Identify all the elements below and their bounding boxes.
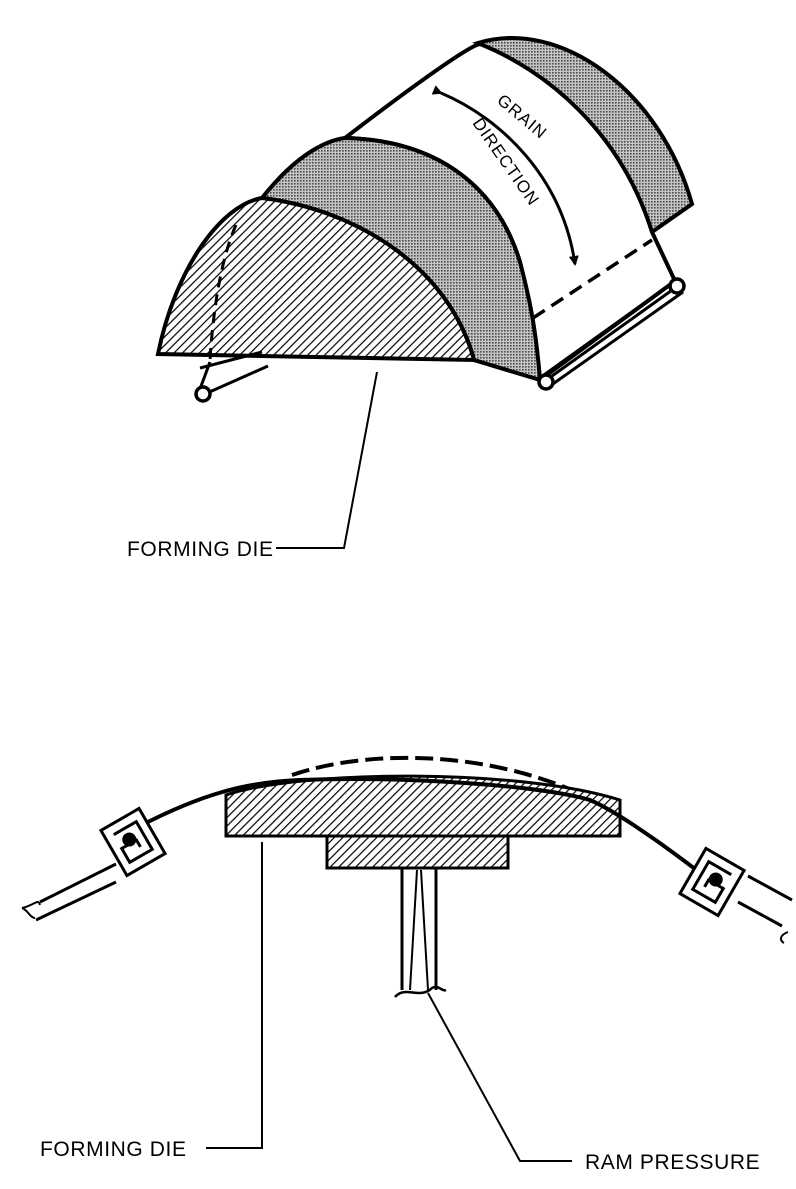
forming-die-block [224, 774, 622, 838]
ram-pressure-leader [427, 992, 572, 1162]
hidden-edge-right [532, 238, 653, 320]
bottom-figure: FORMING DIE RAM PRESSURE [21, 755, 793, 1174]
right-jaw [677, 846, 793, 944]
ram-base-block [325, 834, 510, 870]
forming-die-leader-top [276, 371, 378, 549]
forming-die-leader-bottom [206, 842, 263, 1149]
ram-column [394, 865, 447, 998]
forming-die-face [155, 195, 477, 363]
forming-die-label-bottom: FORMING DIE [40, 1138, 187, 1161]
ram-pressure-label: RAM PRESSURE [585, 1151, 760, 1174]
left-jaw-rod [194, 350, 269, 403]
right-jaw-rod [537, 277, 686, 391]
left-jaw [21, 806, 168, 922]
top-figure: GRAIN DIRECTION FORMING DIE [127, 36, 695, 561]
stretched-sheet [139, 777, 722, 890]
sheet-dashed-outline [291, 755, 622, 817]
grain-direction-arrow [431, 85, 579, 266]
forming-die-label-top: FORMING DIE [127, 538, 274, 561]
